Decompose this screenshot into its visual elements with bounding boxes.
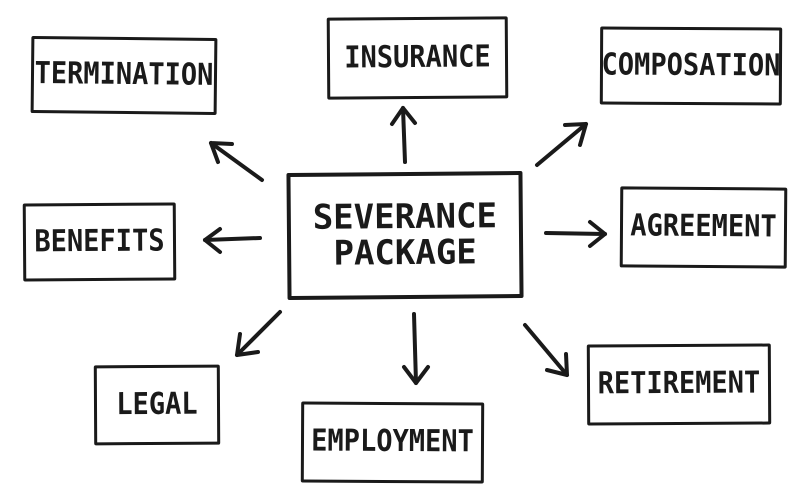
node-legal: LEGAL — [93, 364, 221, 446]
node-termination: TERMINATION — [30, 36, 218, 115]
center-node-severance-package: SEVERANCE PACKAGE — [286, 170, 524, 301]
node-insurance-label: INSURANCE — [344, 39, 491, 76]
node-agreement: AGREEMENT — [619, 186, 788, 269]
arrow-to-legal — [235, 310, 282, 357]
node-agreement-label: AGREEMENT — [630, 208, 777, 245]
arrow-to-employment — [412, 312, 418, 385]
arrow-to-retirement — [523, 323, 569, 377]
arrow-to-insurance — [401, 106, 407, 164]
arrow-to-termination — [209, 141, 264, 182]
node-employment-label: EMPLOYMENT — [311, 423, 474, 460]
node-benefits-label: BENEFITS — [34, 223, 165, 260]
node-insurance: INSURANCE — [326, 16, 509, 100]
arrow-to-composation — [535, 122, 588, 167]
node-composation-label: COMPOSATION — [601, 47, 781, 84]
node-termination-label: TERMINATION — [34, 56, 214, 94]
node-legal-label: LEGAL — [116, 386, 198, 422]
node-retirement-label: RETIREMENT — [597, 365, 761, 402]
arrow-to-agreement — [544, 231, 607, 236]
arrow-to-benefits — [203, 236, 262, 242]
node-composation: COMPOSATION — [599, 26, 783, 106]
center-node-line1: SEVERANCE — [312, 196, 498, 238]
node-retirement: RETIREMENT — [586, 343, 772, 426]
node-employment: EMPLOYMENT — [300, 401, 485, 484]
center-node-line2: PACKAGE — [333, 231, 477, 274]
node-benefits: BENEFITS — [22, 202, 177, 282]
